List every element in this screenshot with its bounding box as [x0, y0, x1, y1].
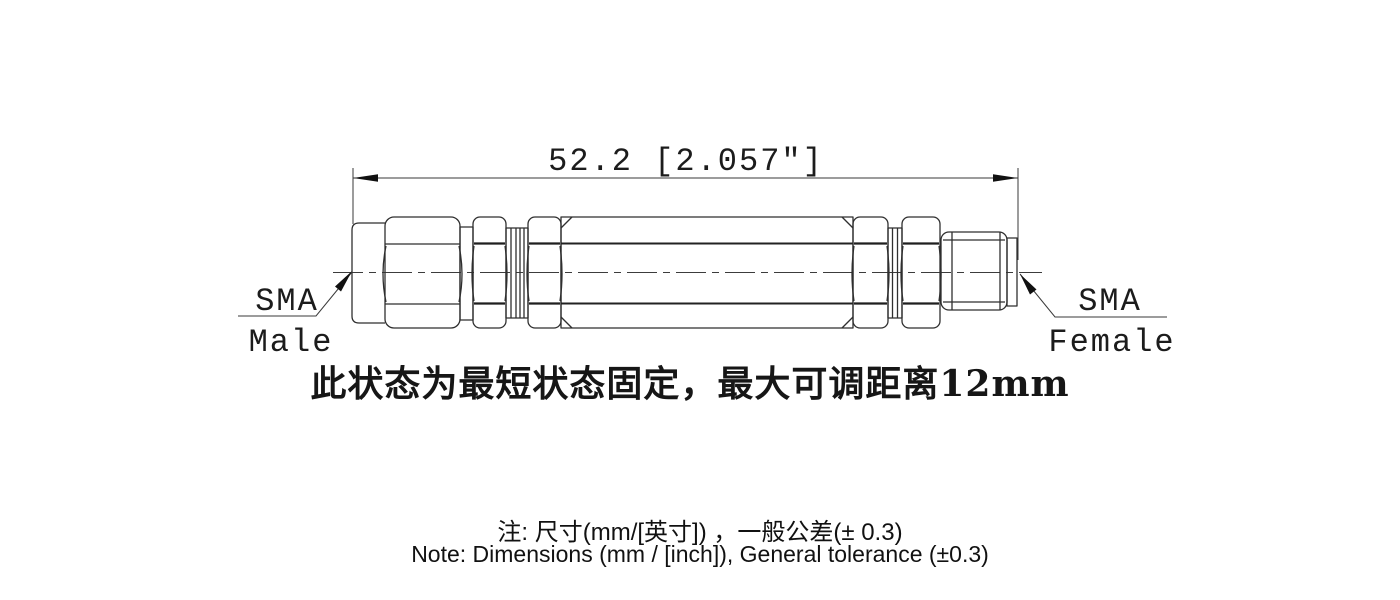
connector-body	[351, 216, 1018, 329]
dimension-group: 52.2 [2.057″]	[352, 143, 1019, 260]
female-label-line2: Female	[1048, 324, 1175, 361]
barrel-chamfer	[841, 216, 854, 229]
hex-facet-arc	[900, 245, 904, 302]
nut-facet-arc	[382, 245, 387, 303]
leader-arrow-female	[1020, 274, 1037, 295]
female-end-cap	[1006, 237, 1018, 307]
barrel-chamfer	[841, 316, 854, 329]
note-line-en: Note: Dimensions (mm / [inch]), General …	[411, 541, 989, 567]
hex-facet-arc	[471, 245, 475, 302]
leader-arrow-male	[335, 271, 352, 292]
dimension-arrow-right	[993, 174, 1018, 182]
male-front-face	[351, 222, 385, 324]
dimension-arrow-left	[353, 174, 378, 182]
male-label-line2: Male	[249, 324, 334, 361]
hex-section	[901, 216, 941, 329]
female-label-line1: SMA	[1078, 283, 1142, 320]
note-line-cn: 注: 尺寸(mm/[英寸]) ，一般公差(± 0.3)	[497, 519, 903, 546]
female-body	[940, 231, 1008, 311]
adjustment-annotation: 此状态为最短状态固定，最大可调距离12mm	[310, 363, 1069, 405]
leader-male: SMA Male	[238, 271, 353, 361]
dimension-label: 52.2 [2.057″]	[548, 143, 824, 180]
hex-facet-arc	[851, 245, 855, 302]
hex-facet-arc	[526, 245, 530, 302]
male-label-line1: SMA	[255, 283, 319, 320]
barrel-chamfer	[560, 316, 573, 329]
barrel-chamfer	[560, 216, 573, 229]
leader-female: SMA Female	[1019, 273, 1175, 361]
